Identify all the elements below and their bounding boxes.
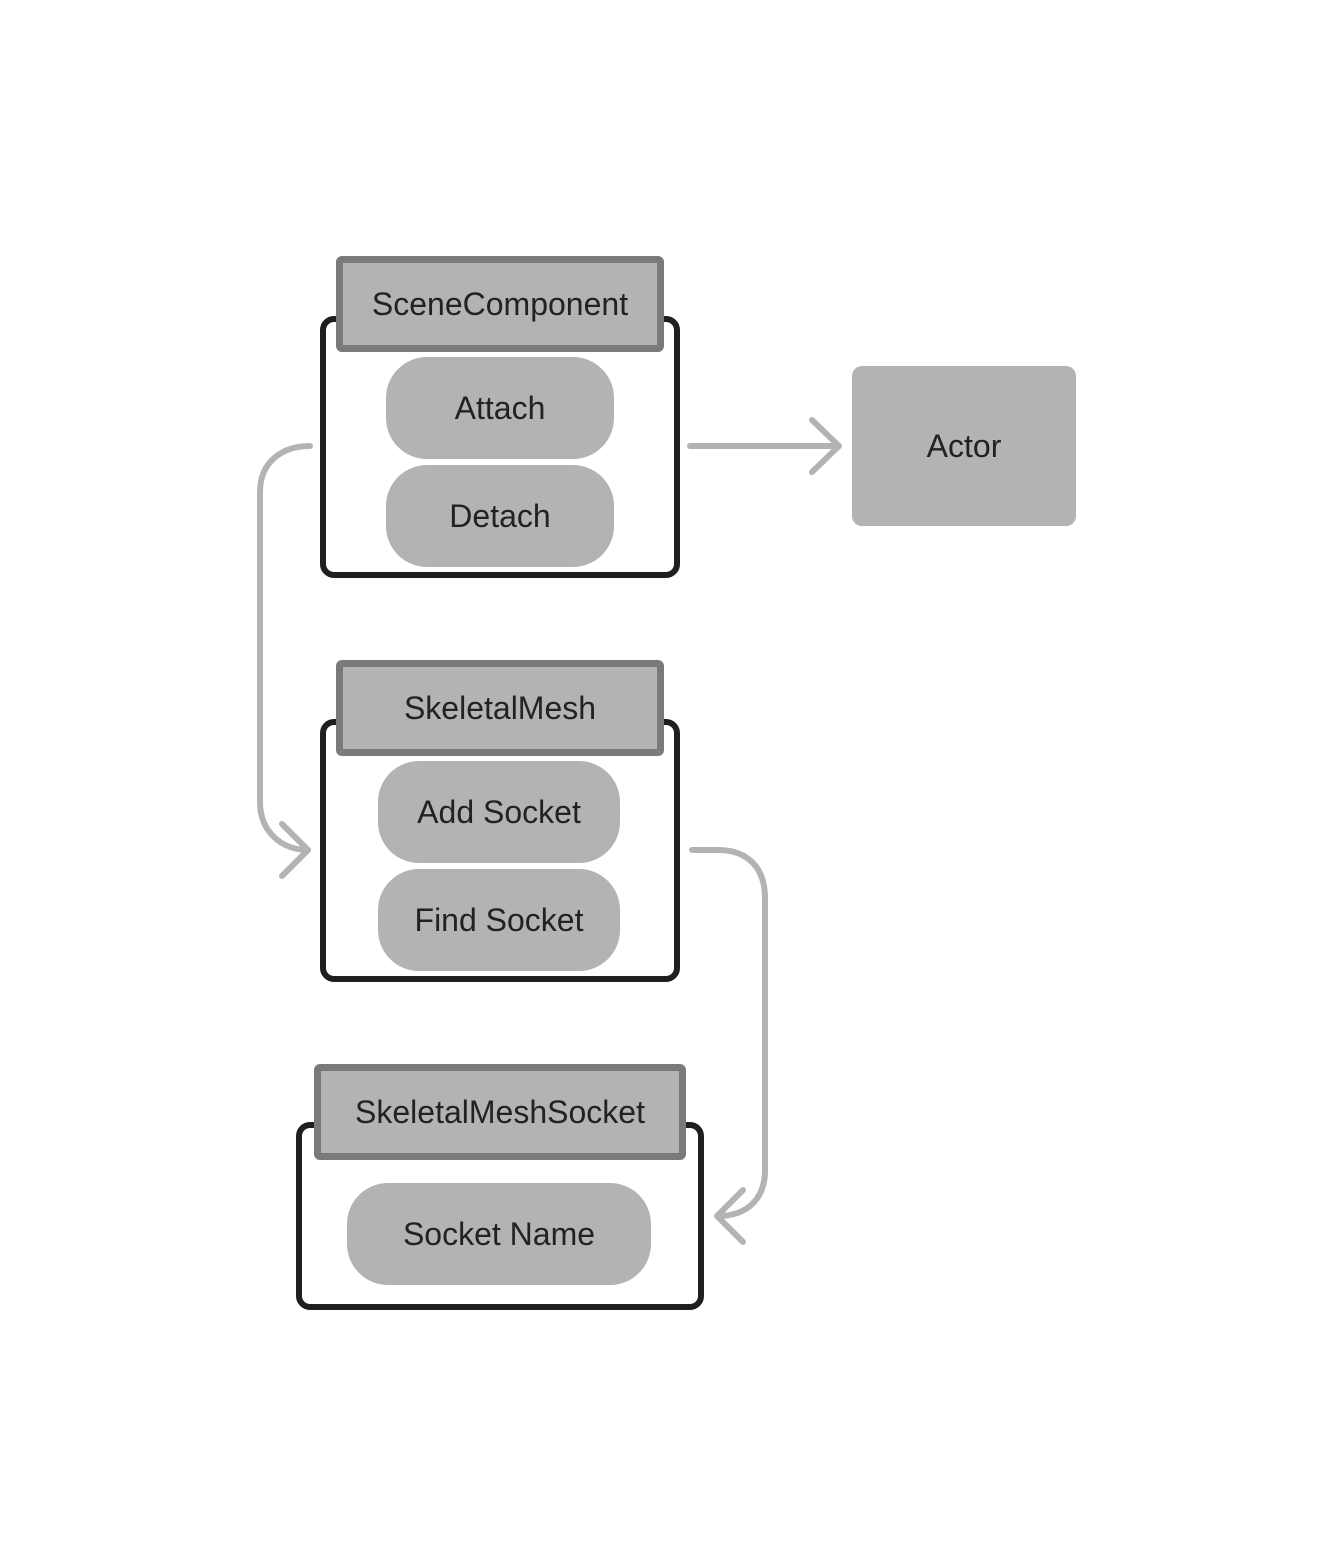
scene-component-header: SceneComponent [336,256,664,352]
socket-name-node: Socket Name [344,1180,654,1288]
arrowhead-skeletalmesh [279,821,311,879]
skeletal-mesh-header: SkeletalMesh [336,660,664,756]
add-socket-node: Add Socket [375,758,623,866]
detach-node: Detach [383,462,617,570]
find-socket-node: Find Socket [375,866,623,974]
arrow-scene-to-skeletalmesh [257,443,313,853]
skeletal-mesh-socket-header: SkeletalMeshSocket [314,1064,686,1160]
arrowhead-socket [714,1187,746,1245]
attach-node: Attach [383,354,617,462]
arrowhead-actor [809,417,842,475]
actor-node: Actor [852,366,1076,526]
